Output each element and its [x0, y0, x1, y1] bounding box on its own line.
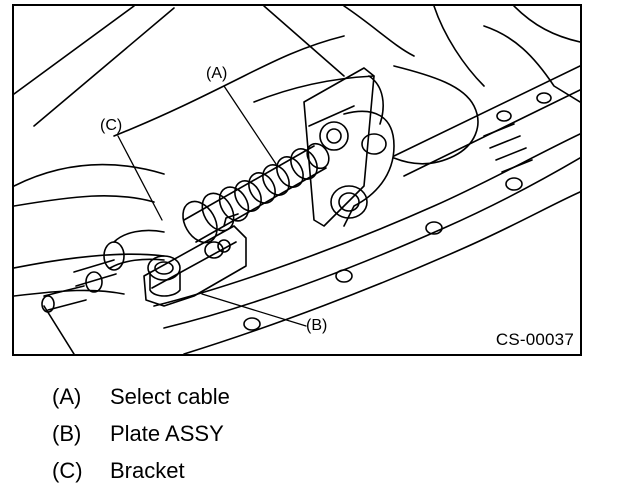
- callout-a-label: (A): [206, 65, 228, 82]
- callout-b-label: (B): [306, 317, 328, 334]
- legend-text: Bracket: [110, 458, 185, 483]
- select-cable-illustration: [14, 6, 580, 354]
- legend-text: Select cable: [110, 384, 230, 409]
- bracket-and-plate: [143, 213, 247, 307]
- legend-key: (C): [52, 458, 83, 483]
- illustration-frame: (A) (C) (B) CS-00037: [12, 4, 582, 356]
- legend-key: (A): [52, 384, 82, 409]
- transmission-housing-lines: [14, 6, 580, 354]
- legend-key: (B): [52, 421, 82, 446]
- case-flange: [153, 65, 580, 354]
- select-lever-bracket: [303, 67, 395, 227]
- select-cable: [41, 142, 330, 313]
- callout-c-label: (C): [100, 117, 123, 134]
- legend-text: Plate ASSY: [110, 421, 224, 446]
- figure-code: CS-00037: [495, 330, 574, 349]
- callout-leaders: [117, 85, 307, 327]
